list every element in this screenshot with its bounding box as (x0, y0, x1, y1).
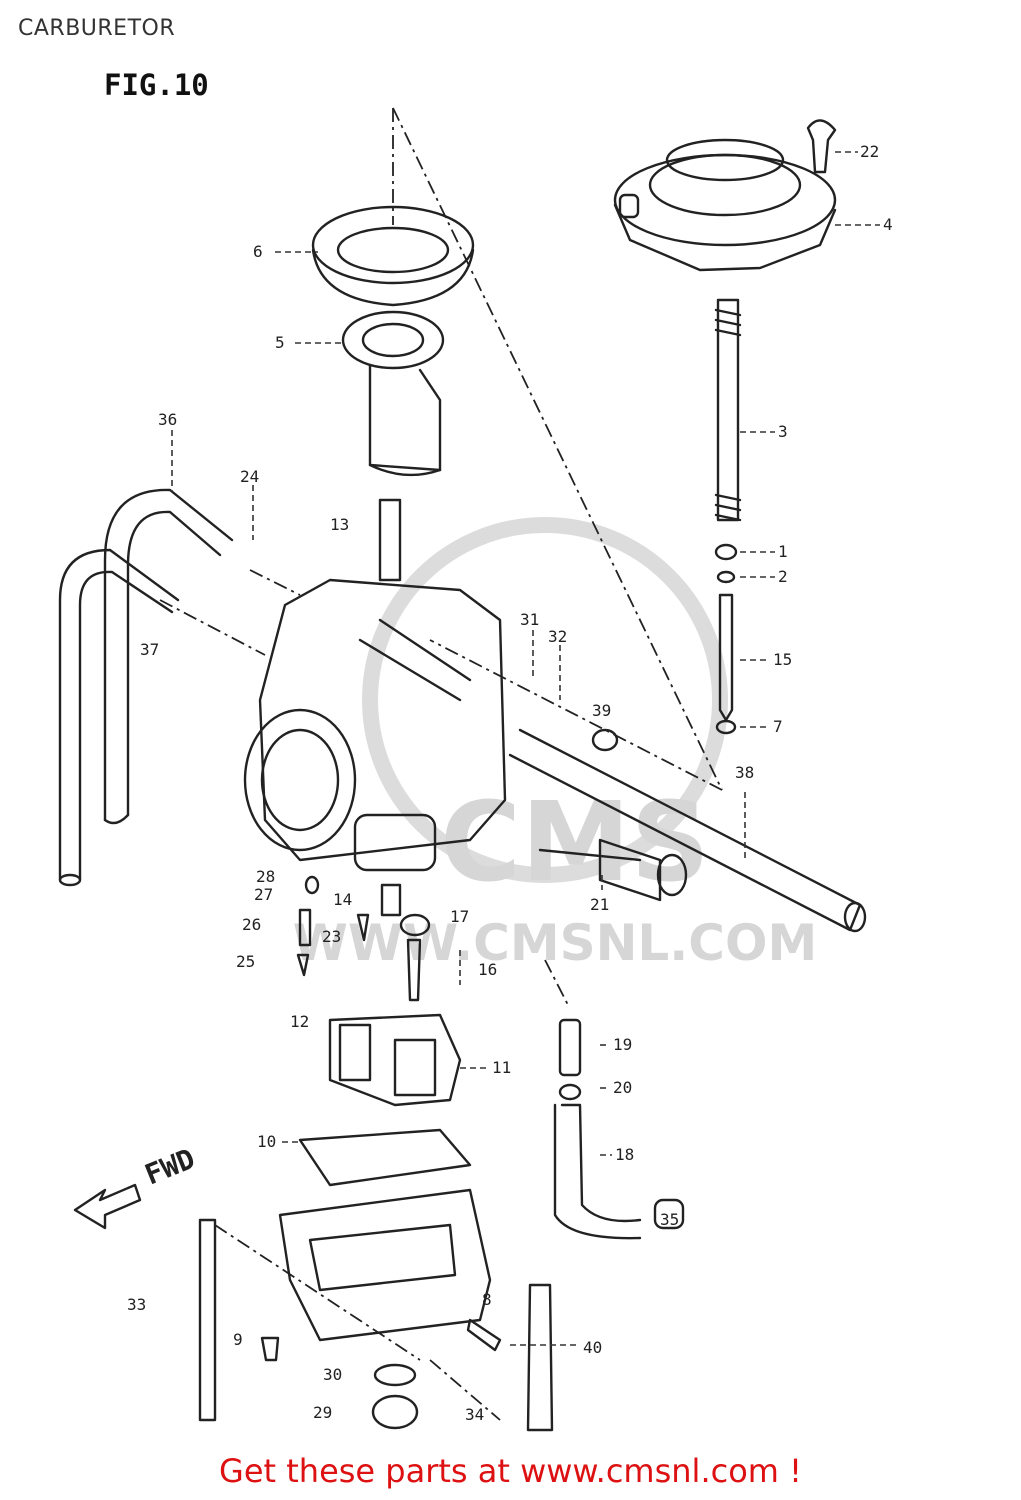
callout-37: 37 (140, 640, 159, 659)
vent-hoses (58, 488, 234, 887)
callout-7: 7 (773, 717, 783, 736)
gasket-part-10 (298, 1128, 472, 1187)
callout-31: 31 (520, 610, 539, 629)
callout-11: 11 (492, 1058, 511, 1077)
callout-29: 29 (313, 1403, 332, 1422)
assembly-guide-lines (159, 107, 723, 1421)
callout-40: 40 (583, 1338, 602, 1357)
callout-32: 32 (548, 627, 567, 646)
callout-35: 35 (660, 1210, 679, 1229)
watermark-url: WWW.CMSNL.COM (293, 914, 818, 972)
callout-12: 12 (290, 1012, 309, 1031)
callout-24: 24 (240, 467, 259, 486)
callout-1: 1 (778, 542, 788, 561)
choke-plunger-part-21 (538, 838, 688, 902)
needle-assembly (714, 543, 738, 735)
throttle-valve-part-5 (341, 310, 445, 477)
forward-direction-indicator: FWD (73, 1142, 200, 1230)
watermark-brand: CMS (440, 778, 709, 906)
drain-hose-parts (553, 1018, 685, 1240)
callout-22: 22 (860, 142, 879, 161)
callout-27: 27 (254, 885, 273, 904)
callout-20: 20 (613, 1078, 632, 1097)
callout-4: 4 (883, 215, 893, 234)
fwd-label: FWD (140, 1142, 199, 1192)
callout-3: 3 (778, 422, 788, 441)
callout-30: 30 (323, 1365, 342, 1384)
top-cover-part-4 (613, 138, 837, 272)
diaphragm-part-6 (311, 205, 475, 307)
callout-6: 6 (253, 242, 263, 261)
tube-part-38 (508, 728, 867, 933)
o-ring-part-30 (373, 1363, 417, 1387)
callout-10: 10 (257, 1132, 276, 1151)
float-bowl (278, 1188, 492, 1342)
callout-14: 14 (333, 890, 352, 909)
screw-part-8 (466, 1318, 502, 1352)
spring-part-3 (714, 298, 742, 522)
page-title: CARBURETOR (18, 16, 176, 41)
screw-part-9 (260, 1336, 280, 1362)
callout-8: 8 (482, 1290, 492, 1309)
callout-9: 9 (233, 1330, 243, 1349)
callout-34: 34 (465, 1405, 484, 1424)
callout-23: 23 (322, 927, 341, 946)
promo-link[interactable]: Get these parts at www.cmsnl.com ! (219, 1452, 802, 1490)
screw-part-22 (806, 119, 837, 174)
callout-labels: 22 4 6 5 3 36 24 13 1 2 37 31 32 15 7 39… (127, 142, 893, 1424)
callout-5: 5 (275, 333, 285, 352)
carburetor-body (243, 498, 507, 872)
hose-part-40 (526, 1283, 554, 1432)
callout-leader-lines (171, 151, 880, 1346)
callout-21: 21 (590, 895, 609, 914)
hose-part-33 (198, 1218, 217, 1422)
callout-33: 33 (127, 1295, 146, 1314)
fwd-arrow-icon (73, 1183, 142, 1230)
callout-16: 16 (478, 960, 497, 979)
callout-39: 39 (592, 701, 611, 720)
callout-26: 26 (242, 915, 261, 934)
callout-19: 19 (613, 1035, 632, 1054)
callout-13: 13 (330, 515, 349, 534)
callout-18: 18 (615, 1145, 634, 1164)
callout-2: 2 (778, 567, 788, 586)
drain-plug-part-29 (371, 1394, 419, 1430)
float-part-11 (328, 1013, 462, 1107)
watermark: CMS WWW.CMSNL.COM (293, 517, 818, 972)
callout-36: 36 (158, 410, 177, 429)
callout-38: 38 (735, 763, 754, 782)
callout-17: 17 (450, 907, 469, 926)
callout-15: 15 (773, 650, 792, 669)
figure-label: FIG.10 (104, 68, 209, 102)
callout-25: 25 (236, 952, 255, 971)
jets (296, 875, 431, 1002)
callout-28: 28 (256, 867, 275, 886)
clip-part-39 (591, 728, 619, 752)
